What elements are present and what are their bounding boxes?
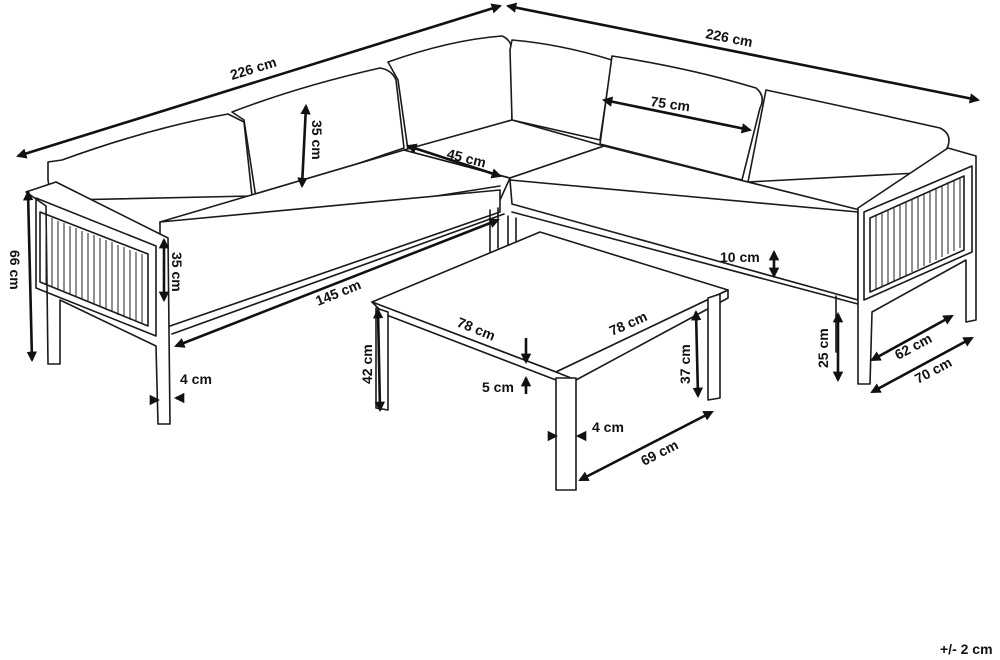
label-table-leg-width: 4 cm (592, 419, 624, 435)
dimension-lines (16, 2, 981, 482)
label-back-cushion-height: 35 cm (309, 120, 325, 160)
label-total-height: 66 cm (7, 250, 23, 290)
left-arm-rope-weave (45, 216, 143, 324)
label-back-cushion-width: 75 cm (650, 93, 692, 114)
label-tolerance: +/- 2 cm (940, 641, 993, 657)
label-sofa-leg-width: 4 cm (180, 371, 212, 387)
table-leg-front (555, 377, 577, 491)
label-table-depth: 69 cm (638, 436, 681, 468)
label-arm-height: 35 cm (169, 252, 185, 292)
left-sofa (25, 35, 513, 425)
left-armrest (25, 181, 171, 425)
left-back-cushion-1 (47, 113, 253, 201)
right-arm-rope-weave (875, 177, 961, 290)
label-leg-height: 25 cm (815, 328, 831, 368)
label-table-height: 42 cm (359, 344, 375, 384)
table-leg-right (707, 293, 721, 401)
table-top (371, 231, 729, 373)
label-table-leg-height: 37 cm (677, 344, 693, 384)
label-table-top-thickness: 5 cm (482, 379, 514, 395)
label-cushion-thickness: 10 cm (720, 249, 760, 265)
right-armrest (857, 147, 977, 385)
label-arm-depth: 62 cm (892, 330, 935, 363)
